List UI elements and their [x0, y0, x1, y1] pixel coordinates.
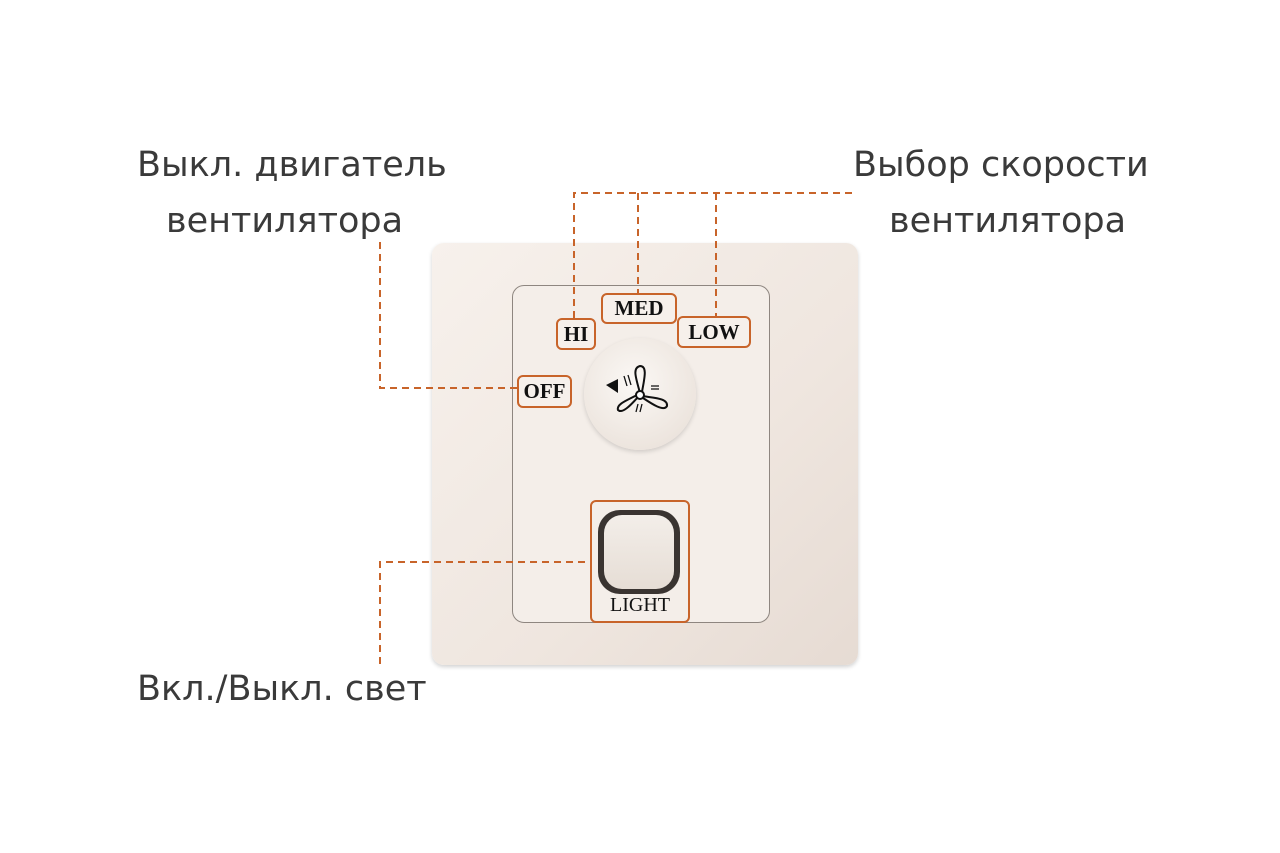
speed-label-med: MED	[601, 293, 677, 324]
callout-speed-line2: вентилятора	[889, 201, 1127, 241]
fan-off-leader	[379, 242, 517, 389]
light-leader	[379, 561, 585, 668]
callout-fan-off-line2: вентилятора	[166, 201, 404, 241]
speed-leader	[573, 192, 855, 318]
light-switch-highlight	[590, 500, 690, 623]
fan-speed-knob[interactable]	[584, 338, 696, 450]
light-label: LIGHT	[610, 594, 670, 616]
fan-icon	[606, 364, 668, 413]
speed-label-off: OFF	[517, 375, 572, 408]
speed-label-hi: HI	[556, 318, 596, 350]
light-switch-button[interactable]	[604, 515, 674, 589]
callout-light: Вкл./Выкл. свет	[137, 669, 427, 709]
callout-fan-off-line1: Выкл. двигатель	[137, 145, 447, 185]
speed-label-low: LOW	[677, 316, 751, 348]
callout-speed-line1: Выбор скорости	[853, 145, 1149, 185]
